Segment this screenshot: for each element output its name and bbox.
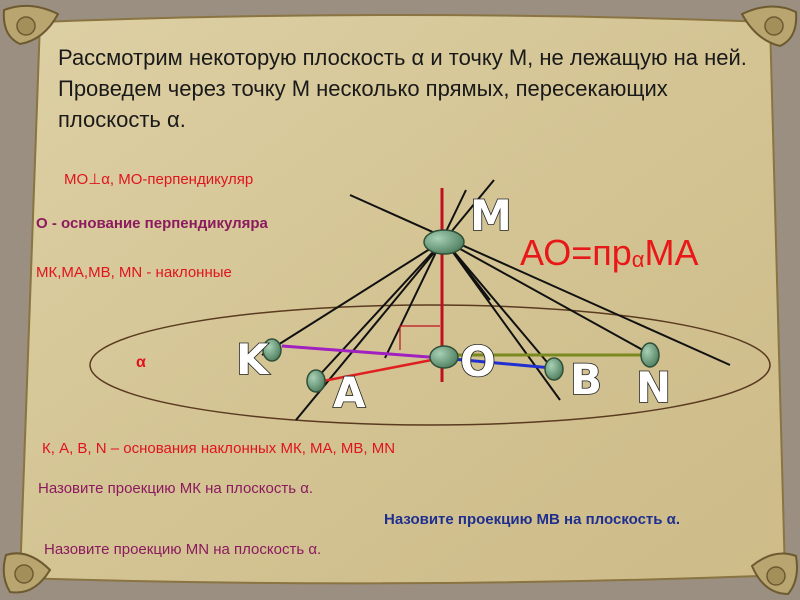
label-b: B: [570, 355, 602, 404]
point-m: [423, 229, 465, 255]
scroll-curl-bottom-right: [750, 552, 798, 596]
line-mb: [443, 239, 553, 369]
label-o: O: [460, 337, 496, 386]
question-mk: Назовите проекцию МК на плоскость α.: [38, 480, 314, 497]
line-extra-2: [384, 189, 467, 359]
plane-alpha-ellipse: [89, 304, 771, 426]
line-ma: [314, 239, 445, 381]
inclined-lines-text: МК,МА,МВ, MN - наклонные: [36, 264, 232, 281]
point-n: [640, 342, 660, 368]
formula-tail: МА: [644, 232, 699, 273]
plane-alpha-label: α: [136, 354, 146, 371]
intro-text: Рассмотрим некоторую плоскость α и точку…: [58, 45, 747, 132]
scroll-curl-bottom-left: [2, 552, 52, 594]
line-extra-3: [349, 194, 731, 366]
projection-ob: [441, 356, 553, 370]
label-a: A: [333, 368, 366, 417]
point-o: [429, 345, 459, 369]
projection-ok: [281, 344, 443, 360]
label-n: N: [636, 363, 671, 412]
formula-main: АО=пр: [520, 232, 632, 273]
point-k: [262, 338, 282, 362]
point-a: [306, 369, 326, 393]
lines-through-m: [261, 179, 731, 421]
projection-oa: [317, 356, 443, 384]
label-k: K: [236, 335, 270, 384]
scroll-curl-top-right: [740, 5, 798, 48]
line-mn: [443, 239, 651, 355]
line-mk: [261, 239, 445, 356]
bases-text: К, А, В, N – основания наклонных МК, МА,…: [42, 440, 396, 457]
right-angle-marker: [399, 325, 440, 350]
scroll-curl-top-left: [2, 4, 60, 46]
formula-sub: α: [631, 247, 645, 272]
point-b: [544, 357, 564, 381]
question-mn: Назовите проекцию MN на плоскость α.: [44, 541, 322, 558]
o-base-text: О - основание перпендикуляра: [36, 215, 268, 232]
question-mb: Назовите проекцию МВ на плоскость α.: [384, 511, 681, 528]
mo-perpendicular-text: МО⊥α, МО-перпендикуляр: [64, 171, 254, 188]
label-m: M: [470, 191, 512, 240]
projection-formula: АО=прαМА: [520, 232, 698, 274]
